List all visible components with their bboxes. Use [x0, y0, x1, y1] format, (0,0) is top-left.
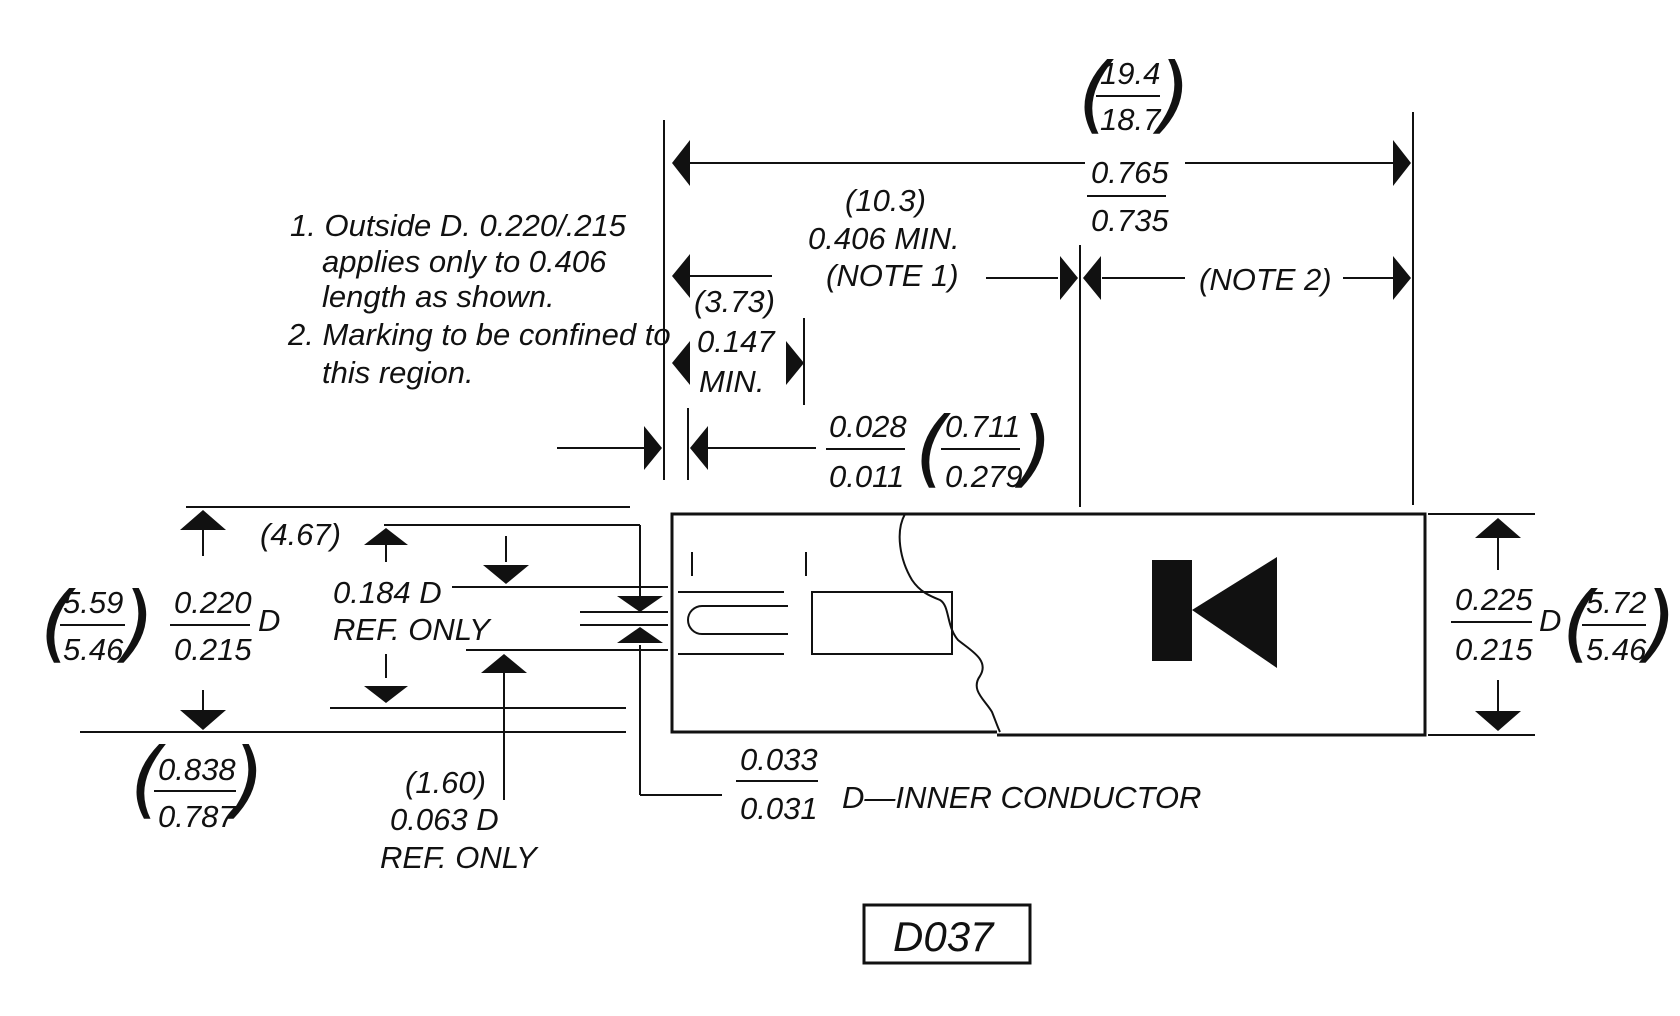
left-outer-suffix: D	[258, 603, 280, 638]
marking-region-note: (NOTE 2)	[1199, 262, 1332, 297]
pin-diameter-mm: (1.60)	[405, 765, 486, 800]
inner-conductor-in-top: 0.033	[740, 742, 818, 777]
slot-min-suffix: MIN.	[699, 364, 764, 399]
inner-diameter-ref: REF. ONLY	[333, 612, 492, 647]
body-min-note: (NOTE 1)	[826, 258, 959, 293]
right-outer-mm-top: 5.72	[1586, 585, 1646, 620]
left-outer-diameter-dimension: ( 5.59 5.46 ) 0.220 0.215 D	[40, 507, 630, 732]
gap-mm-bottom: 0.279	[945, 459, 1023, 494]
notes-block: 1. Outside D. 0.220/.215 applies only to…	[287, 208, 671, 390]
inner-diameter-in: 0.184 D	[333, 575, 442, 610]
pin-diameter-ref: REF. ONLY	[380, 840, 539, 875]
left-outer-mm-bottom: 5.46	[63, 632, 124, 667]
gap-in-top: 0.028	[829, 409, 907, 444]
left-outer-open-paren: (	[40, 574, 76, 672]
right-outer-suffix: D	[1539, 603, 1561, 638]
slot-min-in: 0.147	[697, 324, 776, 359]
body-breakaway-line	[900, 514, 1000, 732]
right-outer-mm-bottom: 5.46	[1586, 632, 1647, 667]
note-2-line-2: this region.	[322, 355, 474, 390]
right-outer-close-paren: )	[1638, 574, 1677, 672]
marking-band	[1152, 560, 1192, 661]
inner-conductor-in-bottom: 0.031	[740, 791, 818, 826]
gap-dimension: 0.028 0.011 ( 0.711 0.279 )	[557, 399, 1053, 497]
overall-length-close-paren: )	[1152, 45, 1191, 143]
overall-length-mm-bottom: 18.7	[1100, 102, 1162, 137]
right-outer-in-bottom: 0.215	[1455, 632, 1533, 667]
pin-diameter-in: 0.063 D	[390, 802, 499, 837]
inner-diameter-mm: (4.67)	[260, 517, 341, 552]
slot-min-dimension: (3.73) 0.147 MIN.	[672, 284, 804, 399]
inner-conductor-dimension: 0.033 0.031 D—INNER CONDUCTOR	[617, 596, 1201, 826]
left-outer-close-paren: )	[116, 574, 155, 672]
body-min-mm: (10.3)	[845, 183, 926, 218]
bottom-offset-mm-bottom: 0.787	[158, 799, 237, 834]
right-outer-diameter-dimension: 0.225 0.215 D ( 5.72 5.46 )	[1428, 514, 1677, 735]
body-min-in: 0.406 MIN.	[808, 221, 960, 256]
package-code-label: D037	[864, 905, 1030, 963]
overall-length-dimension: ( 19.4 18.7 ) 0.765 0.735	[672, 45, 1411, 238]
note-1-line-2: applies only to 0.406	[322, 244, 607, 279]
left-outer-mm-top: 5.59	[63, 585, 123, 620]
body-min-length-dimension: (10.3) 0.406 MIN. (NOTE 1)	[672, 183, 1078, 300]
marking-arrow	[1192, 557, 1277, 668]
inner-diameter-dimension: (4.67) 0.184 D REF. ONLY	[260, 517, 640, 708]
slot-min-mm: (3.73)	[694, 284, 775, 319]
gap-in-bottom: 0.011	[829, 459, 904, 494]
note-1-line-1: 1. Outside D. 0.220/.215	[290, 208, 627, 243]
right-outer-in-top: 0.225	[1455, 582, 1533, 617]
overall-length-mm-top: 19.4	[1100, 56, 1160, 91]
overall-length-open-paren: (	[1078, 45, 1114, 143]
overall-length-in-bottom: 0.735	[1091, 203, 1169, 238]
gap-mm-top: 0.711	[945, 409, 1020, 444]
left-outer-in-top: 0.220	[174, 585, 252, 620]
contact-sleeve	[812, 592, 952, 654]
marking-region-dimension: (NOTE 2)	[1083, 256, 1411, 300]
bottom-offset-dimension: ( 0.838 0.787 )	[130, 730, 265, 834]
package-code-text: D037	[893, 913, 995, 960]
gap-close-paren: )	[1014, 399, 1053, 497]
package-body	[672, 514, 1425, 735]
note-2-line-1: 2. Marking to be confined to	[287, 317, 671, 352]
bottom-offset-open-paren: (	[130, 730, 166, 828]
bottom-offset-close-paren: )	[226, 730, 265, 828]
overall-length-in-top: 0.765	[1091, 155, 1169, 190]
right-outer-open-paren: (	[1562, 574, 1598, 672]
inner-conductor-label: D—INNER CONDUCTOR	[842, 780, 1201, 815]
inner-conductor-pin	[688, 606, 788, 634]
left-outer-in-bottom: 0.215	[174, 632, 252, 667]
bottom-offset-mm-top: 0.838	[158, 752, 236, 787]
note-1-line-3: length as shown.	[322, 279, 555, 314]
pin-diameter-dimension: (1.60) 0.063 D REF. ONLY	[380, 536, 668, 875]
